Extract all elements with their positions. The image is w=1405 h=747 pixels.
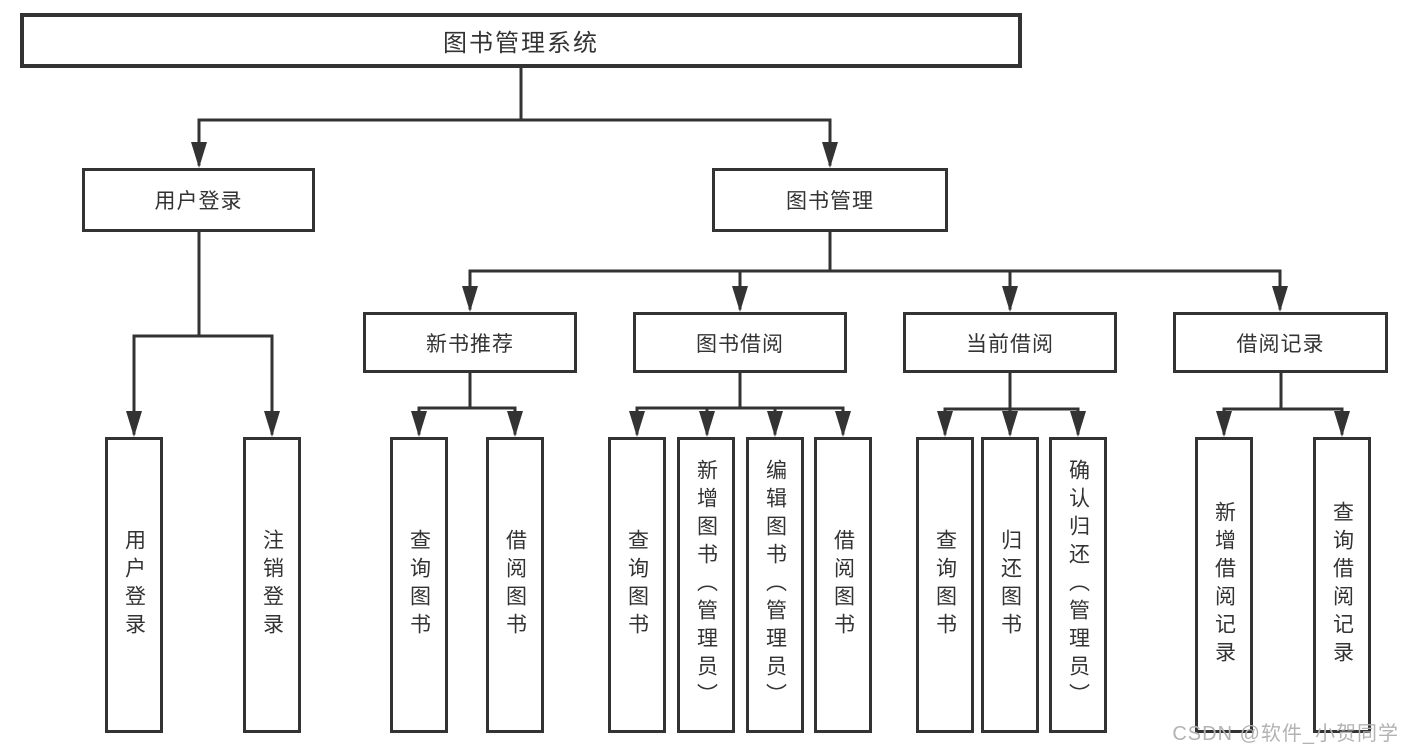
node-user-login: 用户登录 <box>82 168 315 232</box>
edge-root-to-level2 <box>197 66 832 166</box>
node-root-library-management-system: 图书管理系统 <box>20 13 1022 68</box>
arrow-down-icon <box>822 142 838 168</box>
edge-bookborrow-to-leaves <box>635 371 845 435</box>
leaf-confirm-return-admin: 确认归还（管理员） <box>1049 437 1107 733</box>
edge-borrowrecords-to-leaves <box>1222 371 1344 435</box>
arrow-down-icon <box>767 411 783 437</box>
csdn-watermark: CSDN @软件_小贺同学 <box>1172 723 1399 745</box>
leaf-borrow-books: 借阅图书 <box>486 437 544 733</box>
arrow-down-icon <box>411 411 427 437</box>
leaf-query-books-2: 查询图书 <box>608 437 666 733</box>
arrow-down-icon <box>699 411 715 437</box>
leaf-logout: 注销登录 <box>243 437 301 733</box>
leaf-query-books-3: 查询图书 <box>916 437 974 733</box>
edge-newbook-to-leaves <box>417 371 517 435</box>
leaf-borrow-books-2: 借阅图书 <box>814 437 872 733</box>
node-book-management: 图书管理 <box>712 168 948 232</box>
tree-edges <box>132 66 1344 435</box>
leaf-query-borrow-record: 查询借阅记录 <box>1313 437 1371 733</box>
node-new-book-recommend: 新书推荐 <box>363 312 577 373</box>
arrow-down-icon <box>126 411 142 437</box>
edge-bookmgmt-to-level3 <box>468 230 1282 310</box>
leaf-edit-books-admin: 编辑图书（管理员） <box>746 437 804 733</box>
arrow-down-icon <box>264 411 280 437</box>
leaf-return-books: 归还图书 <box>981 437 1039 733</box>
leaf-add-books-admin: 新增图书（管理员） <box>677 437 735 733</box>
leaf-add-borrow-record: 新增借阅记录 <box>1195 437 1253 733</box>
arrow-down-icon <box>835 411 851 437</box>
arrowheads <box>126 142 1350 437</box>
arrow-down-icon <box>1002 286 1018 312</box>
arrow-down-icon <box>507 411 523 437</box>
arrow-down-icon <box>937 411 953 437</box>
arrow-down-icon <box>629 411 645 437</box>
arrow-down-icon <box>191 142 207 168</box>
arrow-down-icon <box>1334 411 1350 437</box>
arrow-down-icon <box>1070 411 1086 437</box>
edge-userlogin-to-leaves <box>132 230 274 435</box>
arrow-down-icon <box>1272 286 1288 312</box>
leaf-user-login: 用户登录 <box>105 437 163 733</box>
arrow-down-icon <box>462 286 478 312</box>
arrow-down-icon <box>732 286 748 312</box>
leaf-query-books: 查询图书 <box>390 437 448 733</box>
node-book-borrow: 图书借阅 <box>633 312 847 373</box>
node-current-borrow: 当前借阅 <box>903 312 1117 373</box>
arrow-down-icon <box>1216 411 1232 437</box>
arrow-down-icon <box>1002 411 1018 437</box>
node-borrow-records: 借阅记录 <box>1173 312 1388 373</box>
